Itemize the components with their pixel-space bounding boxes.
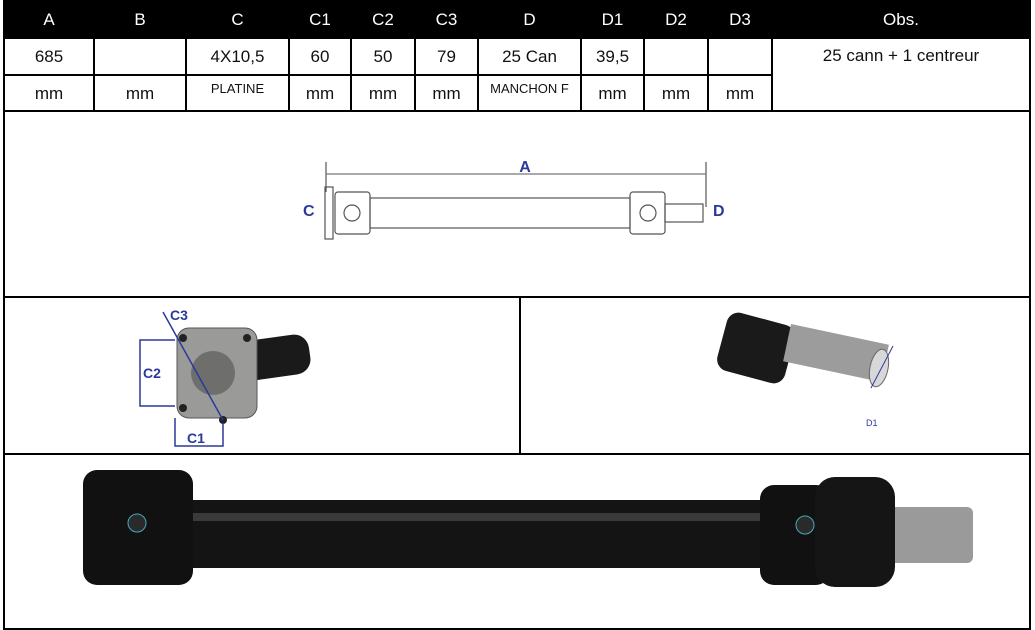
header-b: B (93, 0, 187, 39)
value-d: 25 Can (477, 37, 582, 76)
spec-table: A B C C1 C2 C3 D D1 D2 D3 Obs. 685 4X10,… (3, 0, 1031, 113)
header-c2: C2 (350, 0, 416, 39)
shaft-photo-panel (3, 453, 1031, 630)
value-d2 (643, 37, 709, 76)
unit-c3: mm (414, 74, 479, 113)
header-d1: D1 (580, 0, 645, 39)
unit-b: mm (93, 74, 187, 113)
label-c1: C1 (187, 430, 205, 446)
flange-photo: C3 C2 C1 (139, 307, 311, 447)
sleeve-photo: D1 (717, 312, 894, 428)
unit-d3: mm (707, 74, 773, 113)
value-c3: 79 (414, 37, 479, 76)
label-c2: C2 (143, 365, 161, 381)
label-c: C (303, 203, 315, 220)
unit-c1: mm (288, 74, 352, 113)
header-c1: C1 (288, 0, 352, 39)
value-c: 4X10,5 (185, 37, 290, 76)
shaft-photo (83, 470, 973, 587)
header-c3: C3 (414, 0, 479, 39)
unit-c2: mm (350, 74, 416, 113)
label-c3: C3 (170, 307, 188, 323)
value-d1: 39,5 (580, 37, 645, 76)
dimension-diagram-panel: A C D (3, 110, 1031, 298)
header-d3: D3 (707, 0, 773, 39)
values-row: 685 4X10,5 60 50 79 25 Can 39,5 25 cann … (3, 37, 1031, 113)
unit-d2: mm (643, 74, 709, 113)
unit-a: mm (3, 74, 95, 113)
header-obs: Obs. (771, 0, 1031, 39)
value-c2: 50 (350, 37, 416, 76)
units-row: mm mm PLATINE mm mm mm MANCHON F mm mm m… (3, 74, 1030, 113)
unit-d1: mm (580, 74, 645, 113)
label-d1: D1 (866, 418, 878, 428)
value-c1: 60 (288, 37, 352, 76)
unit-c: PLATINE (185, 74, 290, 113)
header-d: D (477, 0, 582, 39)
value-obs: 25 cann + 1 centreur (771, 37, 1031, 113)
header-a: A (3, 0, 95, 39)
value-a: 685 (3, 37, 95, 76)
header-c: C (185, 0, 290, 39)
value-b (93, 37, 187, 76)
label-a: A (519, 159, 531, 176)
header-d2: D2 (643, 0, 709, 39)
shaft-diagram: A C D (303, 159, 725, 240)
unit-d: MANCHON F (477, 74, 582, 113)
label-d: D (713, 203, 725, 220)
value-d3 (707, 37, 773, 76)
header-row: A B C C1 C2 C3 D D1 D2 D3 Obs. (3, 0, 1031, 39)
flange-photo-panel: C3 C2 C1 (3, 296, 521, 455)
sleeve-photo-panel: D1 (519, 296, 1031, 455)
